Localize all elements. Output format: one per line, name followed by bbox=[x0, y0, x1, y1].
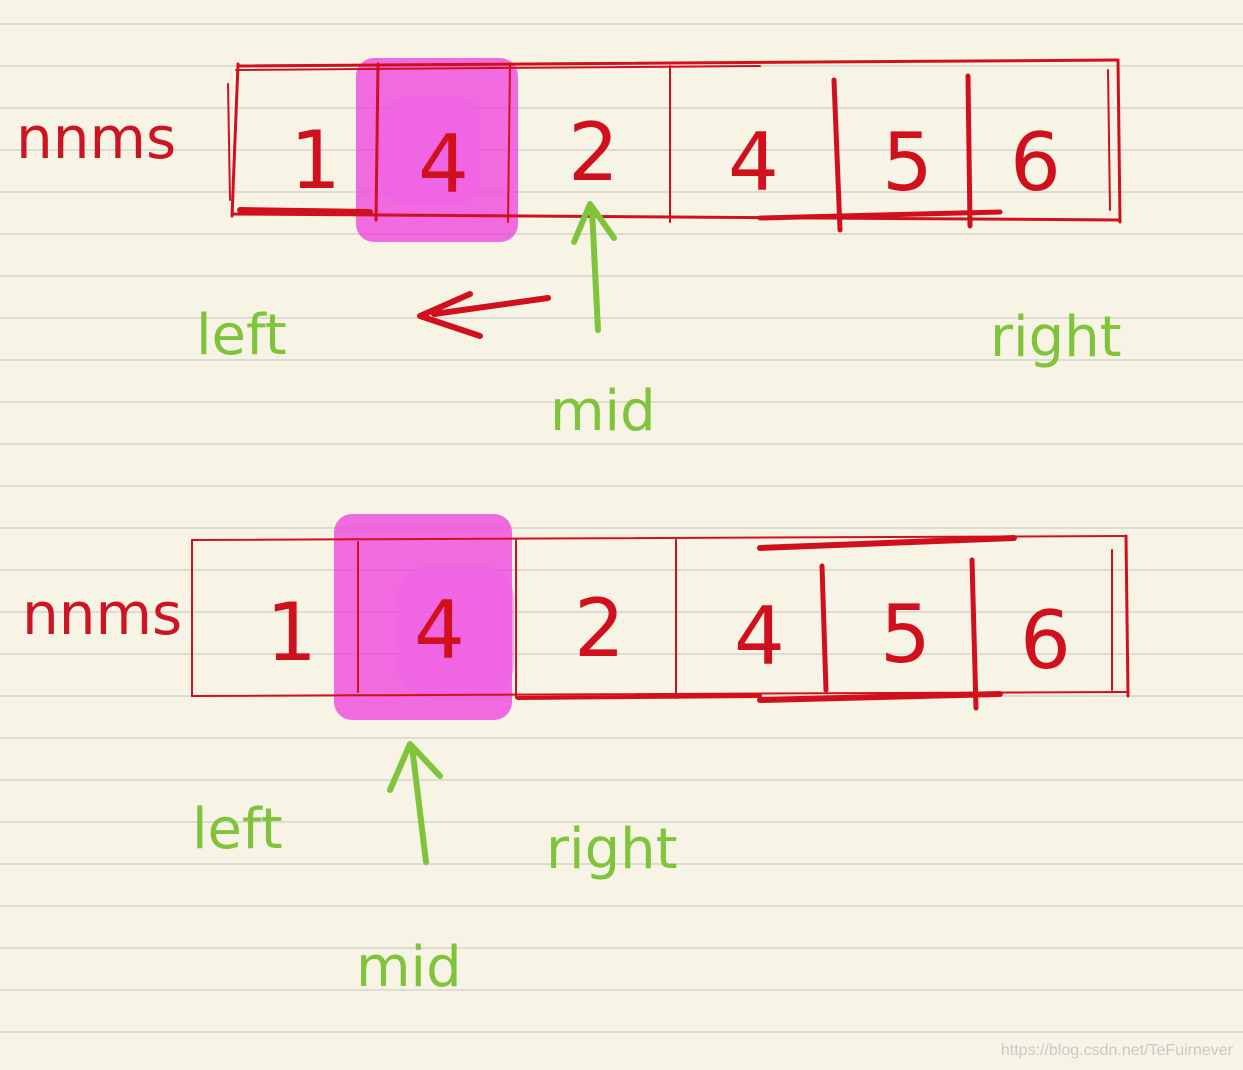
diagram-2-cell-2: 2 bbox=[574, 582, 625, 675]
diagram-1-highlight-scribble bbox=[380, 96, 480, 206]
diagram-2-cell-1: 4 bbox=[414, 584, 465, 677]
diagram-2-array-label: nnms bbox=[22, 580, 182, 648]
diagram-1-array-box bbox=[227, 58, 1122, 233]
diagram-2-cell-4: 5 bbox=[880, 588, 931, 681]
diagram-1-mid-arrow bbox=[571, 201, 617, 333]
diagram-2-cell-5: 6 bbox=[1020, 594, 1071, 687]
diagram-1-cell-4: 5 bbox=[882, 116, 933, 209]
diagram-1-cell-5: 6 bbox=[1010, 116, 1061, 209]
diagram-2: nnms 1 4 2 4 5 6 left mid right bbox=[22, 514, 1130, 1000]
diagram-2-mid-label: mid bbox=[356, 935, 462, 1000]
diagram-2-highlight-scribble bbox=[398, 566, 514, 696]
diagram-2-right-label: right bbox=[546, 817, 678, 882]
diagram-1-move-left-arrow bbox=[417, 291, 551, 339]
diagram-1-mid-label: mid bbox=[550, 379, 656, 444]
watermark: https://blog.csdn.net/TeFuirnever bbox=[1000, 1042, 1233, 1059]
diagram-2-mid-arrow bbox=[387, 741, 443, 865]
diagram-1-cell-3: 4 bbox=[728, 116, 779, 209]
diagram-1-cell-2: 2 bbox=[568, 106, 619, 199]
diagram-1-left-label: left bbox=[196, 303, 287, 368]
diagram-2-cell-0: 1 bbox=[266, 586, 317, 679]
diagram-2-array-box bbox=[191, 534, 1130, 711]
diagram-2-left-label: left bbox=[192, 797, 283, 862]
diagram-2-cell-3: 4 bbox=[734, 590, 785, 683]
diagram-1: nnms 1 4 2 4 5 6 left mid bbox=[16, 58, 1122, 444]
diagram-1-array-label: nnms bbox=[16, 104, 176, 172]
diagram-1-cell-1: 4 bbox=[418, 118, 469, 211]
diagram-1-right-label: right bbox=[990, 305, 1122, 370]
diagram-2-values: 1 4 2 4 5 6 bbox=[266, 582, 1071, 687]
diagram-1-cell-0: 1 bbox=[290, 114, 341, 207]
diagram-1-values: 1 4 2 4 5 6 bbox=[290, 106, 1061, 211]
